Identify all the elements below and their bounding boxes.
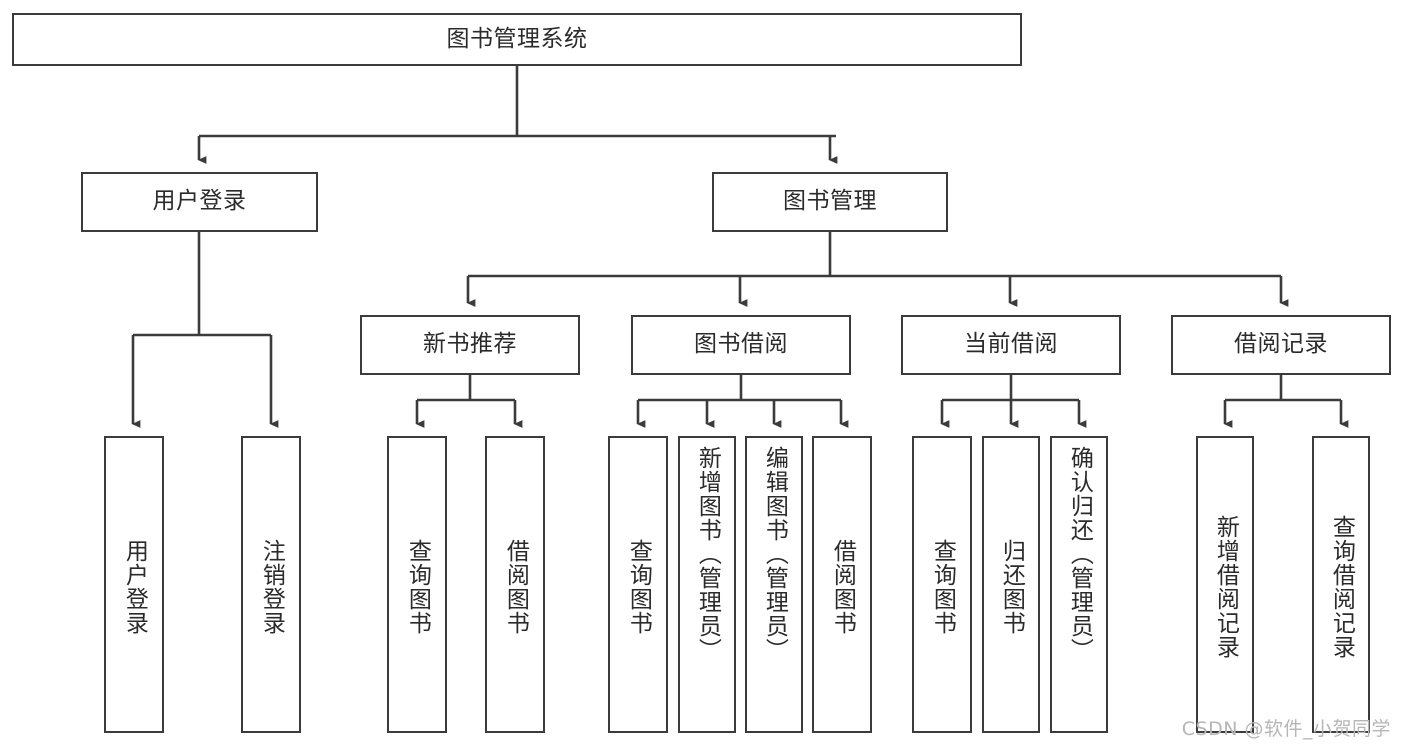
leaf-return-books-label: 归还图书 bbox=[998, 538, 1025, 635]
leaf-logout[interactable]: 注销登录 bbox=[241, 436, 301, 733]
leaf-return-books[interactable]: 归还图书 bbox=[982, 436, 1040, 733]
node-user-login-label: 用户登录 bbox=[152, 188, 247, 215]
leaf-query-books-current[interactable]: 查询图书 bbox=[912, 436, 972, 733]
leaf-add-borrow-record-label: 新增借阅记录 bbox=[1212, 514, 1239, 659]
leaf-edit-book-admin[interactable]: 编辑图书（管理员） bbox=[745, 436, 803, 733]
leaf-user-login[interactable]: 用户登录 bbox=[104, 436, 164, 733]
node-book-management-label: 图书管理 bbox=[783, 188, 877, 215]
node-new-book-recommendation-label: 新书推荐 bbox=[423, 331, 517, 358]
node-root-label: 图书管理系统 bbox=[446, 25, 588, 52]
leaf-query-books-current-inner: 查询图书 bbox=[914, 438, 970, 731]
leaf-borrow-books-new[interactable]: 借阅图书 bbox=[485, 436, 545, 733]
node-root[interactable]: 图书管理系统 bbox=[12, 13, 1022, 66]
leaf-query-books-borrowing[interactable]: 查询图书 bbox=[608, 436, 668, 733]
leaf-add-borrow-record-inner: 新增借阅记录 bbox=[1198, 438, 1252, 731]
leaf-add-book-admin[interactable]: 新增图书（管理员） bbox=[678, 436, 736, 733]
node-current-borrowing-label: 当前借阅 bbox=[964, 331, 1058, 358]
leaf-borrow-books-borrowing-label: 借阅图书 bbox=[829, 538, 856, 635]
leaf-confirm-return-admin-label: 确认归还（管理员） bbox=[1066, 446, 1093, 662]
leaf-user-login-label: 用户登录 bbox=[121, 538, 148, 635]
leaf-edit-book-admin-label: 编辑图书（管理员） bbox=[761, 446, 788, 662]
node-book-borrowing-label: 图书借阅 bbox=[694, 331, 788, 358]
leaf-confirm-return-admin-inner: 确认归还（管理员） bbox=[1052, 438, 1106, 731]
node-new-book-recommendation[interactable]: 新书推荐 bbox=[360, 315, 580, 375]
leaf-confirm-return-admin[interactable]: 确认归还（管理员） bbox=[1050, 436, 1108, 733]
csdn-watermark: CSDN @软件_小贺同学 bbox=[1181, 718, 1391, 740]
leaf-query-books-new-label: 查询图书 bbox=[404, 538, 431, 635]
node-book-management[interactable]: 图书管理 bbox=[712, 172, 948, 232]
leaf-query-books-current-label: 查询图书 bbox=[929, 538, 956, 635]
leaf-query-books-new-inner: 查询图书 bbox=[389, 438, 445, 731]
leaf-query-borrow-record-inner: 查询借阅记录 bbox=[1314, 438, 1368, 731]
leaf-query-books-borrowing-inner: 查询图书 bbox=[610, 438, 666, 731]
leaf-borrow-books-new-inner: 借阅图书 bbox=[487, 438, 543, 731]
leaf-logout-inner: 注销登录 bbox=[243, 438, 299, 731]
leaf-query-books-borrowing-label: 查询图书 bbox=[625, 538, 652, 635]
node-user-login[interactable]: 用户登录 bbox=[81, 172, 318, 232]
node-current-borrowing[interactable]: 当前借阅 bbox=[901, 315, 1121, 375]
leaf-user-login-inner: 用户登录 bbox=[106, 438, 162, 731]
leaf-return-books-inner: 归还图书 bbox=[984, 438, 1038, 731]
leaf-query-borrow-record[interactable]: 查询借阅记录 bbox=[1312, 436, 1370, 733]
leaf-logout-label: 注销登录 bbox=[258, 538, 285, 635]
leaf-query-borrow-record-label: 查询借阅记录 bbox=[1328, 514, 1355, 659]
leaf-borrow-books-borrowing-inner: 借阅图书 bbox=[814, 438, 870, 731]
node-borrowing-records-label: 借阅记录 bbox=[1234, 331, 1328, 358]
leaf-add-borrow-record[interactable]: 新增借阅记录 bbox=[1196, 436, 1254, 733]
node-borrowing-records[interactable]: 借阅记录 bbox=[1171, 315, 1391, 375]
leaf-borrow-books-new-label: 借阅图书 bbox=[502, 538, 529, 635]
leaf-query-books-new[interactable]: 查询图书 bbox=[387, 436, 447, 733]
leaf-add-book-admin-label: 新增图书（管理员） bbox=[694, 446, 721, 662]
leaf-add-book-admin-inner: 新增图书（管理员） bbox=[680, 438, 734, 731]
leaf-borrow-books-borrowing[interactable]: 借阅图书 bbox=[812, 436, 872, 733]
node-book-borrowing[interactable]: 图书借阅 bbox=[631, 315, 851, 375]
leaf-edit-book-admin-inner: 编辑图书（管理员） bbox=[747, 438, 801, 731]
